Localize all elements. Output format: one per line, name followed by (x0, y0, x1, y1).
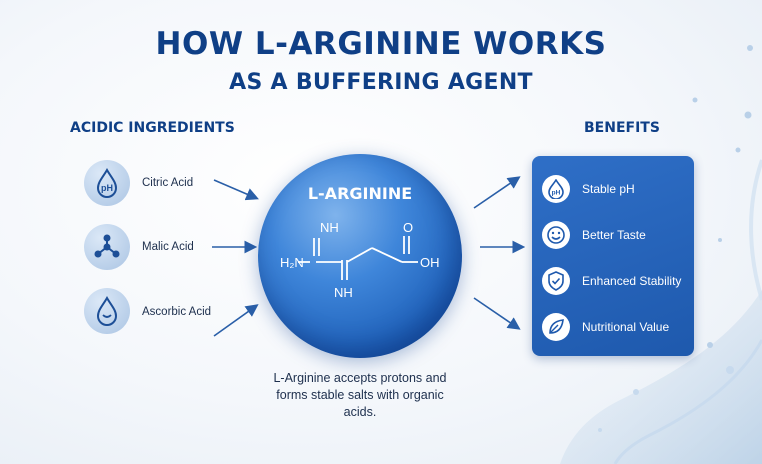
chem-h2n: H₂N (280, 255, 304, 270)
benefit-label: Better Taste (582, 228, 646, 242)
l-arginine-structure (298, 236, 418, 280)
arrow-citric-to-arginine (213, 179, 259, 201)
shield-check-icon (542, 267, 570, 295)
citric-acid-label: Citric Acid (142, 177, 194, 189)
benefit-enhanced-stability: Enhanced Stability (542, 264, 681, 298)
chem-nh-top: NH (320, 220, 339, 235)
benefit-nutritional-value: Nutritional Value (542, 310, 669, 344)
arrow-arginine-to-benefits-bottom (473, 297, 521, 330)
page-title: HOW L-ARGININE WORKS (155, 26, 607, 62)
benefit-stable-ph: pH Stable pH (542, 172, 635, 206)
svg-text:pH: pH (101, 183, 113, 193)
l-arginine-sphere (258, 154, 462, 358)
arrow-arginine-to-benefits-top (473, 176, 521, 209)
benefit-label: Enhanced Stability (582, 274, 682, 288)
svg-text:pH: pH (552, 190, 561, 197)
benefit-label: Stable pH (582, 182, 635, 196)
citric-acid-icon: pH (84, 160, 130, 206)
benefit-label: Nutritional Value (582, 320, 670, 334)
chem-oh: OH (420, 255, 440, 270)
benefits-heading: BENEFITS (584, 120, 660, 136)
malic-acid-label: Malic Acid (142, 241, 194, 253)
l-arginine-title: L-ARGININE (307, 184, 413, 203)
page-subtitle: AS A BUFFERING AGENT (229, 70, 533, 95)
malic-acid-icon (84, 224, 130, 270)
arginine-description: L-Arginine accepts protons and forms sta… (273, 371, 447, 419)
chem-nh-bottom: NH (334, 285, 353, 300)
ascorbic-acid-label: Ascorbic Acid (142, 306, 212, 318)
ascorbic-acid-icon (84, 288, 130, 334)
leaf-icon (542, 313, 570, 341)
ph-drop-icon: pH (542, 175, 570, 203)
smile-icon (542, 221, 570, 249)
benefit-better-taste: Better Taste (542, 218, 646, 252)
water-splash-decoration (560, 45, 762, 464)
acidic-ingredients-heading: ACIDIC INGREDIENTS (70, 120, 235, 136)
chem-o: O (403, 220, 414, 235)
arrow-ascorbic-to-arginine (213, 304, 259, 337)
